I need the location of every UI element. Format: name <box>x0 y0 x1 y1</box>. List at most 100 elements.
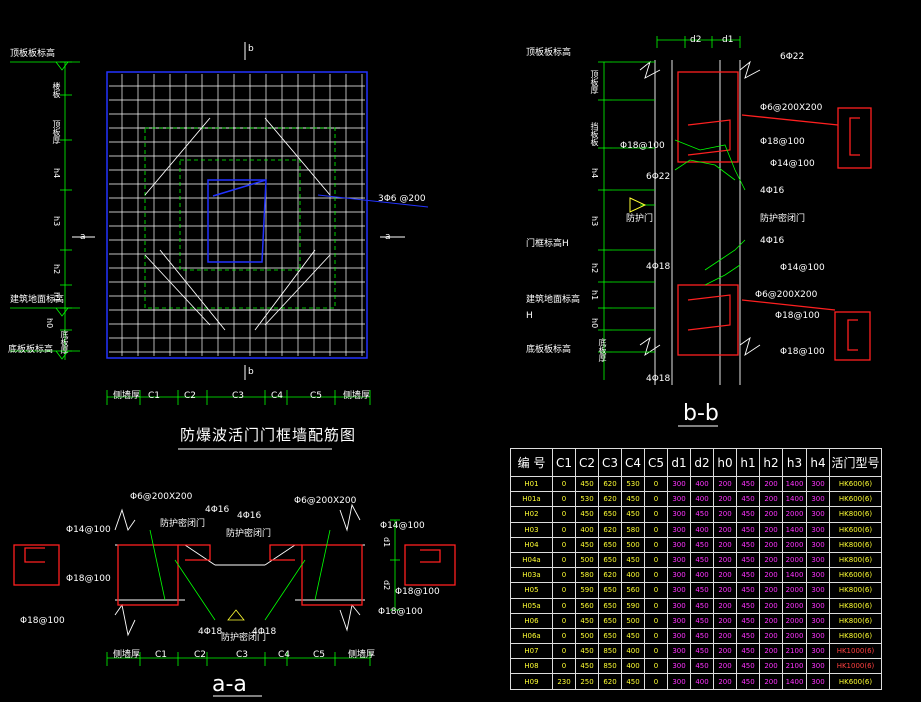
aa-bot-dim-1: C1 <box>155 650 168 660</box>
plan-section-b-top: b <box>248 44 254 54</box>
plan-bottom-level-label: 底板板标高 <box>8 345 54 355</box>
table-cell: 450 <box>690 536 714 553</box>
table-cell: 590 <box>621 597 645 614</box>
bb-hooks <box>741 107 872 361</box>
plan-dim-v0: 顶板厚 <box>52 120 61 144</box>
table-cell: 300 <box>806 597 830 614</box>
bb-callout-6: 4Φ16 <box>760 186 785 196</box>
plan-bot-dim-1: C1 <box>148 391 161 401</box>
table-cell: 650 <box>598 597 622 614</box>
bb-top-level-label: 顶板板标高 <box>526 48 572 58</box>
aa-callout-11: 4Φ18 <box>252 627 277 637</box>
bb-vert-3: h3 <box>590 216 599 227</box>
table-cell: 450 <box>736 506 760 523</box>
table-header-8: h0 <box>713 448 737 477</box>
aa-callout-6: Φ18@100 <box>66 574 111 584</box>
table-cell: 0 <box>644 551 668 569</box>
bb-vert-2: h4 <box>590 168 599 179</box>
table-cell: H04a <box>510 551 553 569</box>
table-cell: 450 <box>736 612 760 629</box>
plan-top-level-label: 顶板板标高 <box>10 49 56 59</box>
table-cell: 300 <box>806 643 830 660</box>
plan-callout: 3Φ6 @200 <box>378 194 426 204</box>
table-cell: 200 <box>759 475 783 493</box>
table-cell: 450 <box>736 536 760 553</box>
plan-bottom-dimension <box>106 390 371 405</box>
bb-callout-11: Φ18@100 <box>775 311 820 321</box>
table-cell: 300 <box>667 673 691 690</box>
table-cell: H04 <box>510 536 553 553</box>
table-header-9: h1 <box>736 448 760 477</box>
table-cell: 250 <box>575 673 599 690</box>
plan-bot-dim-3: C3 <box>232 391 245 401</box>
aa-callout-4: Φ14@100 <box>66 525 111 535</box>
table-cell: 200 <box>713 643 737 660</box>
plan-outer-frame <box>106 71 368 359</box>
table-cell: 0 <box>644 582 668 599</box>
bb-callout-12: Φ18@100 <box>780 347 825 357</box>
bb-callout-13: 4Φ18 <box>646 374 671 384</box>
table-cell: 400 <box>690 673 714 690</box>
aa-callout-1: 4Φ16 <box>205 505 230 515</box>
table-cell: H01 <box>510 475 553 493</box>
plan-section-a-left: a <box>80 232 86 242</box>
table-cell: HK600(6) <box>829 567 882 584</box>
table-cell: 580 <box>621 521 645 538</box>
table-cell: HK600(6) <box>829 673 882 690</box>
table-cell: 300 <box>667 627 691 645</box>
table-cell: 1400 <box>782 521 807 538</box>
table-cell: 0 <box>644 506 668 523</box>
table-cell: 0 <box>552 582 576 599</box>
plan-section-b-bottom: b <box>248 367 254 377</box>
aa-callout-5: Φ14@100 <box>380 521 425 531</box>
table-cell: 300 <box>806 551 830 569</box>
table-cell: 450 <box>690 658 714 675</box>
table-cell: HK600(6) <box>829 491 882 508</box>
table-cell: 300 <box>806 536 830 553</box>
table-cell: HK800(6) <box>829 612 882 629</box>
table-cell: 450 <box>575 475 599 493</box>
table-cell: 0 <box>644 643 668 660</box>
table-cell: 300 <box>806 491 830 508</box>
table-header-12: h4 <box>806 448 830 477</box>
table-cell: 2000 <box>782 612 807 629</box>
plan-bot-dim-5: C5 <box>310 391 323 401</box>
bb-vert-4: h2 <box>590 263 599 274</box>
table-cell: 500 <box>621 612 645 629</box>
table-cell: 620 <box>598 521 622 538</box>
table-cell: H08 <box>510 658 553 675</box>
plan-dim-v1: h4 <box>52 168 61 179</box>
table-cell: 650 <box>598 627 622 645</box>
table-cell: 450 <box>690 612 714 629</box>
table-cell: 450 <box>736 551 760 569</box>
aa-bot-dim-2: C2 <box>194 650 207 660</box>
table-cell: 400 <box>621 567 645 584</box>
table-cell: 300 <box>667 612 691 629</box>
aa-left-wall <box>117 544 179 606</box>
table-cell: 450 <box>575 536 599 553</box>
table-cell: 300 <box>806 673 830 690</box>
table-cell: 450 <box>690 582 714 599</box>
table-cell: 0 <box>644 658 668 675</box>
table-cell: 450 <box>736 643 760 660</box>
bb-left-dimension <box>598 61 655 380</box>
table-cell: 0 <box>552 597 576 614</box>
bb-callout-9: 4Φ18 <box>646 262 671 272</box>
table-cell: H02 <box>510 506 553 523</box>
table-cell: 0 <box>644 521 668 538</box>
aa-bot-dim-4: C4 <box>278 650 291 660</box>
bb-top-beam <box>677 71 739 163</box>
table-cell: 500 <box>575 551 599 569</box>
table-header-6: d1 <box>667 448 691 477</box>
section-aa <box>13 503 456 697</box>
aa-note-2: 防护密闭门 <box>160 519 206 529</box>
aa-bot-dim-6: 侧墙厚 <box>348 650 376 660</box>
table-cell: 200 <box>759 506 783 523</box>
